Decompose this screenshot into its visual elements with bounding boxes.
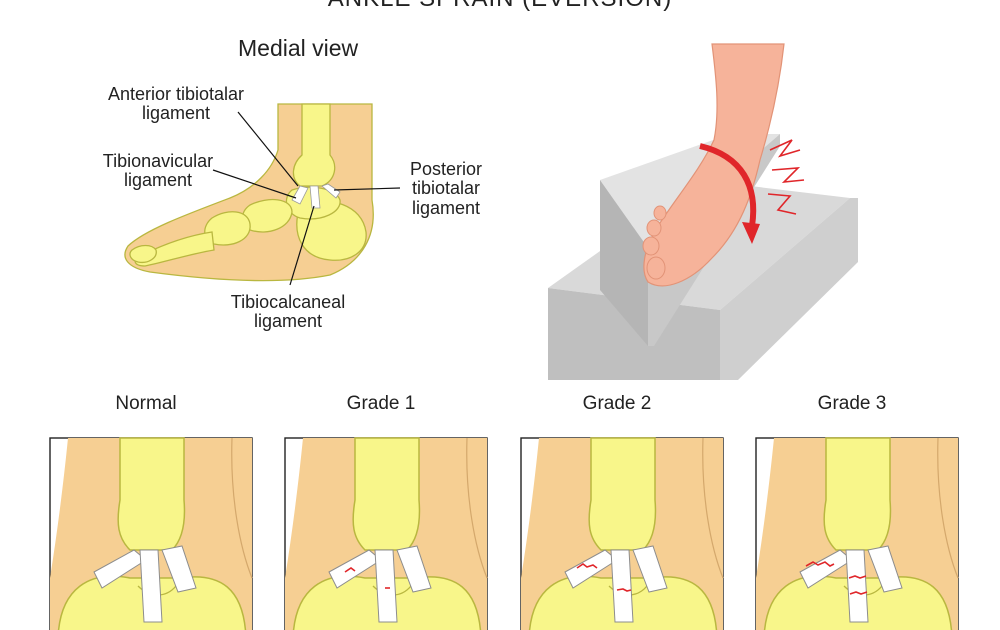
panel-tibia (823, 437, 892, 551)
foot-eversion-on-step-icon (548, 43, 858, 380)
panel-skin-fold (231, 437, 253, 579)
tibionavicular-label-line1: Tibionavicular (102, 151, 214, 171)
cuneiform-bones (204, 211, 251, 246)
ligament-panel-2 (520, 437, 724, 630)
ligament-panel-3 (755, 437, 959, 630)
panel-ligament-2 (396, 545, 432, 593)
panel-ligament-2 (161, 545, 197, 593)
step-upper-front (600, 180, 648, 346)
tibionavicular-label: Tibionavicular ligament (88, 151, 228, 191)
panel-ligament-1 (374, 549, 398, 623)
anterior-tibiotalar-label-line1: Anterior tibiotalar (107, 84, 245, 104)
step-lower-front (548, 288, 720, 380)
anterior-tibiotalar-label: Anterior tibiotalar ligament (96, 84, 256, 124)
posterior-tibiotalar-label: Posterior tibiotalar ligament (402, 159, 490, 218)
tibionavicular-label-line2: ligament (123, 170, 193, 191)
tibiocalcaneal-label-line1: Tibiocalcaneal (230, 292, 346, 312)
panel-ligament-1 (139, 549, 163, 623)
grade-caption-normal: Normal (115, 393, 177, 414)
posterior-tibiotalar-label-line3: ligament (411, 197, 481, 218)
grade-caption-grade-3: Grade 3 (817, 393, 887, 414)
grade-caption-grade-1: Grade 1 (346, 393, 416, 414)
pain-marks (767, 139, 805, 215)
panel-tibia (352, 437, 421, 551)
panel-tibia (117, 437, 186, 551)
eversion-arrow (699, 143, 757, 227)
tibiocalcaneal-label-line2: ligament (253, 311, 323, 332)
toe-bones (129, 244, 157, 264)
panel-tear-0 (344, 567, 356, 573)
anterior-tibiotalar-label-line2: ligament (141, 103, 211, 124)
posterior-tibiotalar-label-line2: tibiotalar (411, 178, 481, 199)
grade-caption-grade-2: Grade 2 (582, 393, 652, 414)
leg-and-foot (643, 43, 785, 287)
panel-skin-fold (937, 437, 959, 579)
eversion-arrowhead (742, 222, 760, 244)
panel-ligament-2 (867, 545, 903, 593)
medial-view-subtitle: Medial view (238, 35, 359, 61)
tibiocalcaneal-label: Tibiocalcaneal ligament (218, 292, 358, 332)
panel-ligament-2 (632, 545, 668, 593)
panel-ligament-1 (610, 549, 634, 623)
panel-tear-0 (576, 563, 598, 569)
panel-tear-1 (616, 588, 632, 592)
toes (642, 205, 667, 280)
panel-ligament-1 (845, 549, 869, 623)
step-lower-side (720, 198, 858, 380)
deltoid-ligament (291, 183, 341, 209)
diagram-title: ANKLE SPRAIN (EVERSION) (0, 0, 1000, 12)
panel-tibia (588, 437, 657, 551)
leader-lines (212, 111, 401, 286)
ligament-panel-0 (49, 437, 253, 630)
panel-tear-1 (848, 575, 867, 579)
panel-skin-fold (466, 437, 488, 579)
ligament-panels (49, 437, 959, 630)
ligament-panel-1 (284, 437, 488, 630)
panel-skin-fold (702, 437, 724, 579)
posterior-tibiotalar-label-line1: Posterior (409, 159, 483, 179)
medial-ankle-anatomy-icon (124, 103, 401, 286)
panel-tear-0 (805, 561, 835, 567)
panel-tear-2 (849, 591, 868, 595)
